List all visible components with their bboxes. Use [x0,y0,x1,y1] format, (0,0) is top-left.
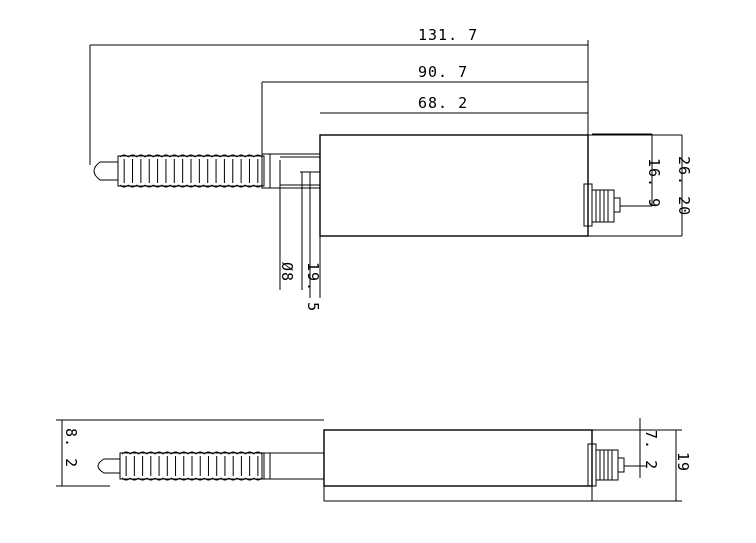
housing-body [319,134,589,237]
bellows [117,154,265,188]
dim-rod-height: 8. 2 [62,428,80,468]
side-view: 8. 2 7. 2 19 [56,418,692,502]
dim-connector-offset-side: 7. 2 [642,430,660,470]
side-bellows [119,451,265,481]
dim-shaft-diameter: Ø8 [278,262,296,282]
top-view: 131. 7 90. 7 68. 2 16. 9 26. 20 Ø8 19. 5 [89,26,693,312]
probe-tip [93,161,119,181]
side-housing-body [323,429,593,487]
side-shaft [261,452,325,480]
dim-overall-length: 131. 7 [418,26,478,44]
dim-connector-offset: 16. 9 [645,158,663,208]
dim-body-height: 26. 20 [675,156,693,216]
dim-body-thickness: 19 [674,452,692,472]
side-probe-tip [97,458,121,474]
dim-body-length: 68. 2 [418,94,468,112]
connector [583,183,621,227]
dim-body-plus-shaft: 90. 7 [418,63,468,81]
side-connector [587,443,625,487]
shaft-collar [261,153,321,189]
dim-shaft-offset: 19. 5 [304,262,322,312]
